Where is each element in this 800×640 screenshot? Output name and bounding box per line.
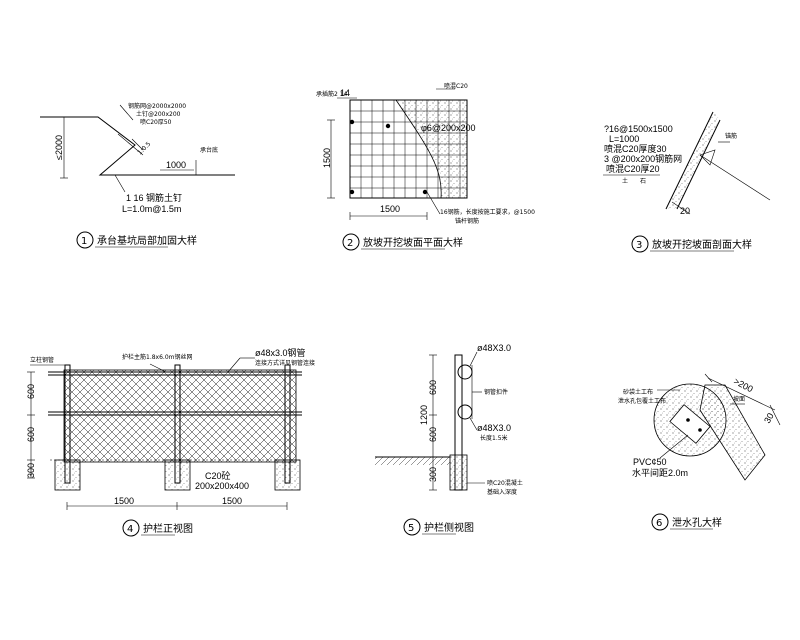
anchor-bar [117, 133, 144, 156]
side-label: 承台底 [200, 146, 218, 154]
clamp-label: 钢管扣件 [484, 388, 508, 396]
concrete-label: C20砼 [205, 470, 231, 481]
bottom-label2: 锚杆钢筋 [455, 217, 479, 225]
rebar-size: 14 [340, 88, 350, 98]
line4: 3 @200x200钢筋网 [604, 153, 682, 164]
width-dim: 1000 [166, 160, 186, 170]
spacing-label: 水平间距2.0m [632, 467, 688, 478]
width-dim: 1500 [380, 204, 400, 214]
detail-3-slope-section: 锚筋 ?16@1500x1500 L=1000 喷混C20厚度30 3 @200… [603, 111, 771, 253]
concrete-label: 喷混C20 [444, 82, 468, 90]
detail-number: 3 [636, 240, 642, 251]
width-dim-1: 1500 [114, 496, 134, 506]
soil-label: 土 [622, 177, 628, 185]
dim-600b: 600 [428, 427, 438, 442]
anchor-rod [699, 154, 771, 201]
note-nail: 土钉@200x200 [136, 110, 181, 118]
rebar-label: 承插筋2 14 [316, 90, 348, 98]
detail-title: 泄水孔大样 [672, 516, 722, 529]
pvc-label: PVC¢50 [633, 457, 667, 467]
filter-label: 砂袋土工布 [623, 388, 653, 396]
dim-300: 300 [428, 467, 438, 482]
detail-4-guardrail-elevation: 600 600 300 立柱钢管 护栏主筋1.8x6.0m钢丝网 ø48x3.0… [26, 347, 315, 537]
concrete-label2: 基础入深度 [487, 488, 517, 496]
footing-right [274, 459, 301, 491]
rebar-mesh-grid [350, 100, 467, 198]
pipe-label2: 连接方式详见钢管连接 [255, 359, 315, 367]
slope-wall [699, 384, 766, 481]
side-footing [449, 454, 468, 491]
dim-600a: 600 [26, 384, 36, 399]
anchor-line1: 1 16 钢筋土钉 [126, 192, 182, 203]
pipe-top-label: ø48X3.0 [477, 343, 511, 353]
detail-number: 4 [127, 524, 133, 535]
dim-300: 300 [26, 463, 36, 478]
anchor-label: 锚筋 [725, 132, 737, 140]
mesh-outline [349, 99, 468, 199]
detail-title: 承台基坑局部加固大样 [97, 234, 197, 247]
stone-label: 石 [640, 178, 646, 185]
dim-1200: 1200 [419, 405, 429, 425]
shotcrete-area [395, 99, 468, 199]
pipe-mid-label: ø48X3.0 [477, 423, 511, 433]
top-label: 护栏主筋1.8x6.0m钢丝网 [122, 353, 192, 361]
detail-6-weep-hole: >200 30 砂袋土工布 泄水孔包覆土工布 坡面 PVC¢50 水平间距2.0… [618, 373, 781, 531]
height-dim: 1500 [322, 148, 332, 168]
pvc-pipe [669, 404, 711, 444]
left-label: 立柱钢管 [30, 356, 54, 364]
detail-number: 5 [408, 523, 414, 534]
bottom-label: 16钢筋，长度按施工要求，@1500 [440, 208, 535, 216]
mesh-label: φ6@200x200 [421, 123, 476, 133]
height-dim: ≤2000 [54, 135, 64, 160]
note-mesh: 钢筋网@2000x2000 [128, 102, 186, 110]
slope-label: 坡面 [733, 395, 745, 403]
pipe-top [457, 364, 473, 380]
filter-label2: 泄水孔包覆土工布 [618, 397, 666, 405]
concrete-label: 喷C20混凝土 [487, 479, 523, 487]
detail-5-guardrail-side: 1200 600 600 300 ø48X3.0 钢管扣件 ø48X3.0 长度… [375, 343, 523, 536]
width-dim-2: 1500 [222, 496, 242, 506]
dim-600a: 600 [428, 380, 438, 395]
line3: 喷混C20厚度30 [604, 143, 667, 154]
footing-left [54, 459, 81, 491]
detail-2-slope-plan: 承插筋2 14 14 喷混C20 φ6@200x200 1500 1500 16… [316, 82, 535, 251]
slope-label: 1:0.5 [136, 140, 152, 156]
footing-middle [164, 459, 191, 491]
detail-title: 护栏侧视图 [424, 521, 474, 534]
line5: 喷混C20厚20 [606, 164, 660, 174]
detail-title: 护栏正视图 [143, 522, 193, 535]
dim-600b: 600 [26, 427, 36, 442]
line1: ?16@1500x1500 [604, 124, 673, 134]
detail-title: 放坡开挖坡面平面大样 [363, 236, 463, 249]
detail-1-pile-cap-reinforcement: ≤2000 1:0.5 钢筋网@2000x2000 土钉@200x200 喷C2… [40, 102, 235, 249]
ground-hatch [375, 457, 450, 465]
detail-number: 1 [81, 236, 87, 247]
detail-number-circle [76, 231, 94, 249]
dim: 20 [680, 206, 690, 216]
note-shotcrete: 喷C20厚50 [140, 118, 172, 126]
pipe-mid [457, 404, 473, 420]
len-label: 长度1.5米 [480, 434, 508, 442]
detail-title: 放坡开挖坡面剖面大样 [652, 238, 752, 251]
size-label: 200x200x400 [195, 481, 249, 491]
pipe-label: ø48x3.0钢管 [255, 347, 306, 358]
excavation-profile [40, 116, 235, 176]
detail-number: 6 [656, 518, 662, 529]
line2: L=1000 [609, 134, 639, 144]
dim-200: >200 [732, 376, 755, 394]
dim-30: 30 [762, 411, 776, 425]
anchor-line2: L=1.0m@1.5m [122, 204, 181, 214]
detail-number: 2 [347, 238, 353, 249]
